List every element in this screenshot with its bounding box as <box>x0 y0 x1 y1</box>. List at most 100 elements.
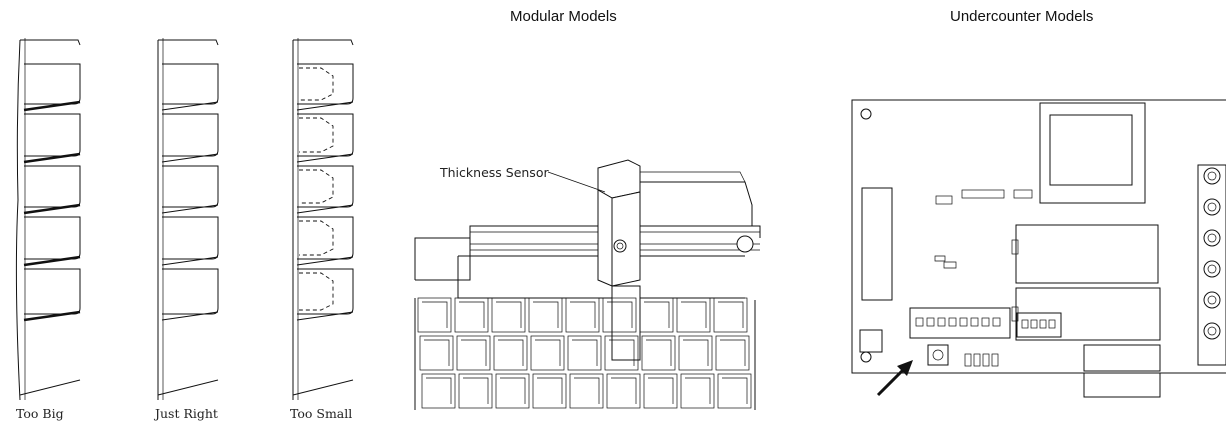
ice-cube-inner <box>611 377 637 404</box>
ice-cube-cell <box>162 113 219 157</box>
dip-toggle <box>915 317 924 327</box>
dip-toggle <box>1039 319 1047 329</box>
ice-cube-inner <box>648 377 674 404</box>
relay-upper <box>1015 224 1159 284</box>
ice-cube-inner <box>461 339 487 366</box>
ice-bridge-line <box>161 204 219 214</box>
thickness-sensor-leader-line <box>547 171 606 193</box>
ice-cube-cell <box>419 335 454 371</box>
ice-sheet-bottom <box>19 379 81 396</box>
control-board-outline <box>851 99 1226 374</box>
left-edge-connector <box>861 187 893 301</box>
header-small <box>935 195 953 205</box>
dip-toggle <box>1030 319 1038 329</box>
dip-switch-bank-small <box>1016 312 1062 338</box>
ice-cube-cell <box>678 335 713 371</box>
ice-cube-inner <box>685 377 711 404</box>
ice-bridge-line <box>23 152 81 164</box>
ice-cube-cell <box>606 373 641 409</box>
ice-cube-inner <box>572 339 598 366</box>
ice-cube-cell <box>162 268 219 315</box>
dip-toggle <box>981 317 990 327</box>
ice-cube-inner <box>496 301 522 328</box>
ice-sheet-top <box>20 39 81 46</box>
ice-sheet-top <box>293 39 354 46</box>
dip-switch-toggles-large <box>915 317 1001 327</box>
terminal-screw <box>1203 229 1221 247</box>
ice-thin-outline <box>299 272 334 311</box>
ice-cube-cell <box>604 335 639 371</box>
ice-cube-inner <box>681 301 707 328</box>
ice-cube-cell <box>639 297 674 333</box>
dip-switch-bank-large <box>909 307 1011 339</box>
ice-cube-inner <box>570 301 596 328</box>
ice-bridge-line <box>161 101 219 111</box>
ice-bridge-line <box>23 255 81 267</box>
dip-switch-toggles-small <box>1021 319 1056 329</box>
dip-toggle <box>1021 319 1029 329</box>
ice-bridge-line <box>296 256 354 266</box>
ice-cube-inner <box>644 301 670 328</box>
ice-cube-cell <box>162 216 219 260</box>
relay-lower-tab <box>1011 306 1019 322</box>
ice-cube-cell <box>24 113 81 157</box>
indicator-led <box>982 353 990 367</box>
arrow-head-icon <box>897 360 913 376</box>
indicator-leds <box>964 353 999 367</box>
transformer <box>1039 102 1146 204</box>
indicator-led <box>991 353 999 367</box>
evaporator-rail-outline <box>414 225 761 280</box>
dip-toggle <box>1048 319 1056 329</box>
ice-cube-cell <box>530 335 565 371</box>
ice-cube-cell <box>565 297 600 333</box>
ice-cube-cell <box>495 373 530 409</box>
ice-cube-inner <box>424 339 450 366</box>
ice-cube-cell <box>643 373 678 409</box>
ice-cube-inner <box>646 339 672 366</box>
thickness-sensor-label: Thickness Sensor <box>439 165 549 180</box>
ice-bridge-line <box>23 203 81 215</box>
ice-cube-cell <box>162 63 219 105</box>
ice-cube-inner <box>683 339 709 366</box>
terminal-screw-center <box>1207 171 1217 181</box>
relay-lower <box>1015 287 1161 341</box>
ice-cube-inner <box>535 339 561 366</box>
ice-cube-inner <box>533 301 559 328</box>
ice-cube-cell <box>567 335 602 371</box>
sensor-bracket-top <box>597 159 641 199</box>
dip-toggle <box>970 317 979 327</box>
modular-models-heading: Modular Models <box>510 8 617 25</box>
ice-cube-cell <box>421 373 456 409</box>
terminal-screw <box>1203 167 1221 185</box>
header-four-pin <box>961 189 1005 199</box>
ice-cube-cell <box>491 297 526 333</box>
dip-toggle <box>992 317 1001 327</box>
ice-sheet-small <box>292 38 354 400</box>
resistor-components <box>934 255 957 269</box>
terminal-screw-center <box>1207 264 1217 274</box>
ice-sheet-right <box>157 38 219 400</box>
ice-cube-cell <box>417 297 452 333</box>
ice-cube-cell <box>717 373 752 409</box>
ice-cube-inner <box>463 377 489 404</box>
sensor-probe <box>611 285 641 361</box>
sensor-adjustment-screw <box>613 239 627 253</box>
indicator-led <box>964 353 972 367</box>
ice-cube-grid <box>414 297 756 410</box>
header-two-pin <box>1013 189 1033 199</box>
modular-evaporator-diagram: Thickness Sensor <box>414 159 761 410</box>
ice-cube-inner <box>607 301 633 328</box>
ice-sheet-bottom <box>292 379 354 396</box>
sensor-screw-head <box>616 242 624 250</box>
ice-sheet-spine <box>15 39 21 401</box>
ice-cube-cell <box>493 335 528 371</box>
dip-toggle <box>948 317 957 327</box>
ice-cube-cell <box>24 63 81 105</box>
ice-cube-cell <box>297 268 354 315</box>
ice-bridge-line <box>161 256 219 266</box>
ice-bridge-line <box>296 153 354 163</box>
ice-cube-cell <box>713 297 748 333</box>
terminal-screw <box>1203 291 1221 309</box>
terminal-screws <box>1203 167 1221 340</box>
